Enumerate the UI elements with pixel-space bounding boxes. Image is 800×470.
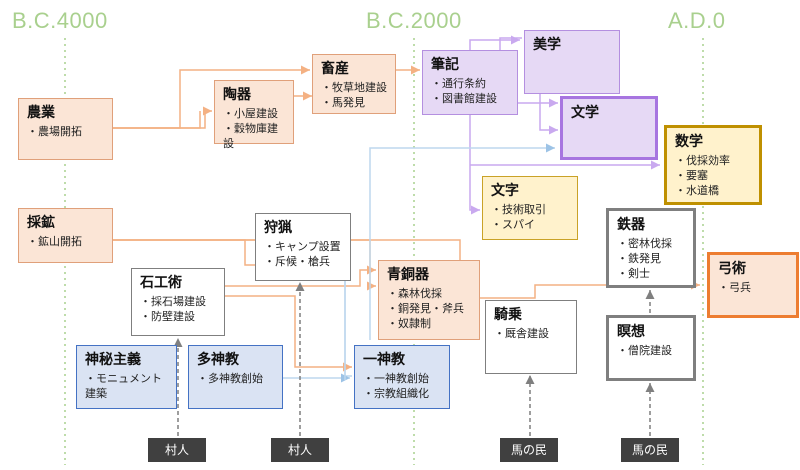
tag-murabito-2: 村人	[271, 438, 329, 462]
node-title: 弓術	[718, 261, 746, 277]
node-title: 鉄器	[617, 217, 645, 233]
node-title: 青銅器	[387, 267, 429, 283]
node-details: ・技術取引 ・スパイ	[491, 203, 546, 231]
node-details: ・厩舎建設	[494, 327, 549, 340]
node-suugaku[interactable]: 数学 ・伐採効率 ・要塞 ・水道橋	[664, 125, 762, 205]
node-meisou[interactable]: 瞑想 ・僧院建設	[606, 315, 696, 381]
node-title: 採鉱	[27, 215, 55, 231]
node-details: ・伐採効率 ・要塞 ・水道橋	[675, 154, 730, 197]
tag-uma-no-tami-1: 馬の民	[500, 438, 558, 462]
node-shinpi[interactable]: 神秘主義 ・モニュメント 建築	[76, 345, 177, 409]
era-label-ad0: A.D.0	[668, 8, 726, 33]
node-title: 一神教	[363, 352, 405, 368]
node-details: ・小屋建設 ・穀物庫建設	[223, 107, 278, 150]
node-title: 農業	[27, 105, 55, 121]
node-title: 陶器	[223, 87, 251, 103]
node-details: ・通行条約 ・図書館建設	[431, 77, 497, 105]
node-bigaku[interactable]: 美学	[524, 30, 620, 94]
node-details: ・僧院建設	[617, 344, 672, 357]
node-title: 数学	[675, 134, 703, 150]
node-title: 筆記	[431, 57, 459, 73]
node-shuryou[interactable]: 狩猟 ・キャンプ設置 ・斥候・槍兵	[255, 213, 351, 281]
node-details: ・採石場建設 ・防壁建設	[140, 295, 206, 323]
node-title: 石工術	[140, 275, 182, 291]
node-title: 畜産	[321, 61, 349, 77]
node-details: ・モニュメント 建築	[85, 372, 162, 400]
node-bungaku[interactable]: 文学	[560, 96, 658, 160]
node-title: 神秘主義	[85, 352, 141, 368]
tag-murabito-1: 村人	[148, 438, 206, 462]
node-kyuujutsu[interactable]: 弓術 ・弓兵	[707, 252, 799, 318]
era-label-bc2000: B.C.2000	[366, 8, 462, 33]
node-title: 多神教	[197, 352, 239, 368]
node-sekkou[interactable]: 石工術 ・採石場建設 ・防壁建設	[131, 268, 225, 336]
node-moji[interactable]: 文字 ・技術取引 ・スパイ	[482, 176, 578, 240]
era-label-bc4000: B.C.4000	[12, 8, 108, 33]
node-hikki[interactable]: 筆記 ・通行条約 ・図書館建設	[422, 50, 518, 115]
tag-uma-no-tami-2: 馬の民	[621, 438, 679, 462]
node-tekki[interactable]: 鉄器 ・密林伐採 ・鉄発見 ・剣士	[606, 208, 696, 288]
node-title: 瞑想	[617, 324, 645, 340]
node-details: ・密林伐採 ・鉄発見 ・剣士	[617, 237, 672, 280]
node-details: ・農場開拓	[27, 125, 82, 138]
node-nougyou[interactable]: 農業 ・農場開拓	[18, 98, 113, 160]
node-seidouki[interactable]: 青銅器 ・森林伐採 ・銅発見・斧兵 ・奴隷制	[378, 260, 480, 340]
node-details: ・多神教創始	[197, 372, 263, 385]
node-title: 狩猟	[264, 220, 292, 236]
node-tashin[interactable]: 多神教 ・多神教創始	[188, 345, 283, 409]
node-touki[interactable]: 陶器 ・小屋建設 ・穀物庫建設	[214, 80, 294, 150]
node-details: ・牧草地建設 ・馬発見	[321, 81, 387, 109]
node-title: 文学	[571, 105, 599, 121]
node-isshin[interactable]: 一神教 ・一神教創始 ・宗教組織化	[354, 345, 450, 409]
node-details: ・鉱山開拓	[27, 235, 82, 248]
node-details: ・一神教創始 ・宗教組織化	[363, 372, 429, 400]
node-details: ・キャンプ設置 ・斥候・槍兵	[264, 240, 341, 268]
node-title: 騎乗	[494, 307, 522, 323]
node-saikou[interactable]: 採鉱 ・鉱山開拓	[18, 208, 113, 263]
node-details: ・森林伐採 ・銅発見・斧兵 ・奴隷制	[387, 287, 464, 330]
node-kijou[interactable]: 騎乗 ・厩舎建設	[485, 300, 577, 374]
node-details: ・弓兵	[718, 281, 751, 294]
node-chikusan[interactable]: 畜産 ・牧草地建設 ・馬発見	[312, 54, 396, 114]
node-title: 美学	[533, 37, 561, 53]
node-title: 文字	[491, 183, 519, 199]
